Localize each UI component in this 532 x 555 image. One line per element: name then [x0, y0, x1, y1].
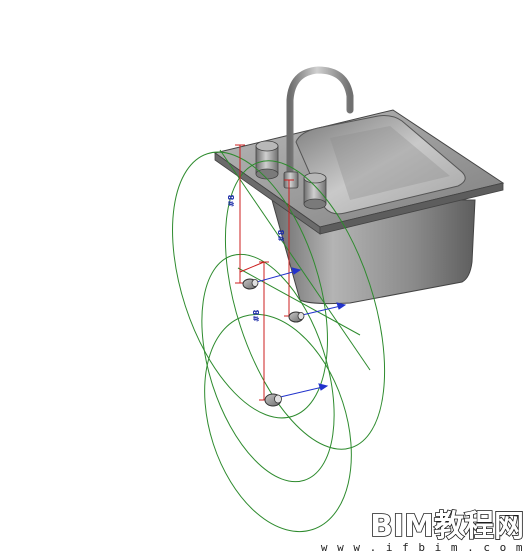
dimension-label-3: #8	[252, 309, 261, 322]
dimension-lines	[235, 144, 294, 401]
connector-circle-3[interactable]	[176, 238, 359, 498]
watermark-url: w w w . i f b i m . c o m	[321, 541, 524, 554]
watermark-brand: BIM教程网	[370, 509, 524, 544]
connector-circle-4[interactable]	[179, 295, 378, 550]
connector-circles	[143, 133, 386, 550]
dimension-label-2: #8	[277, 229, 286, 242]
watermark: BIM教程网 w w w . i f b i m . c o m	[321, 508, 525, 554]
pipe-connector-3[interactable]	[264, 393, 282, 407]
pipe-connector-1[interactable]	[242, 278, 259, 290]
connector-circle-1[interactable]	[143, 133, 358, 438]
sink-deck-edge-right	[319, 182, 504, 235]
sink-basin-shadow	[330, 126, 450, 200]
flow-arrows	[252, 267, 347, 399]
dimension-label-1: #8	[227, 194, 236, 207]
faucet-spout	[286, 66, 354, 182]
left-handle[interactable]	[255, 140, 279, 180]
pipe-connector-2[interactable]	[288, 311, 305, 323]
